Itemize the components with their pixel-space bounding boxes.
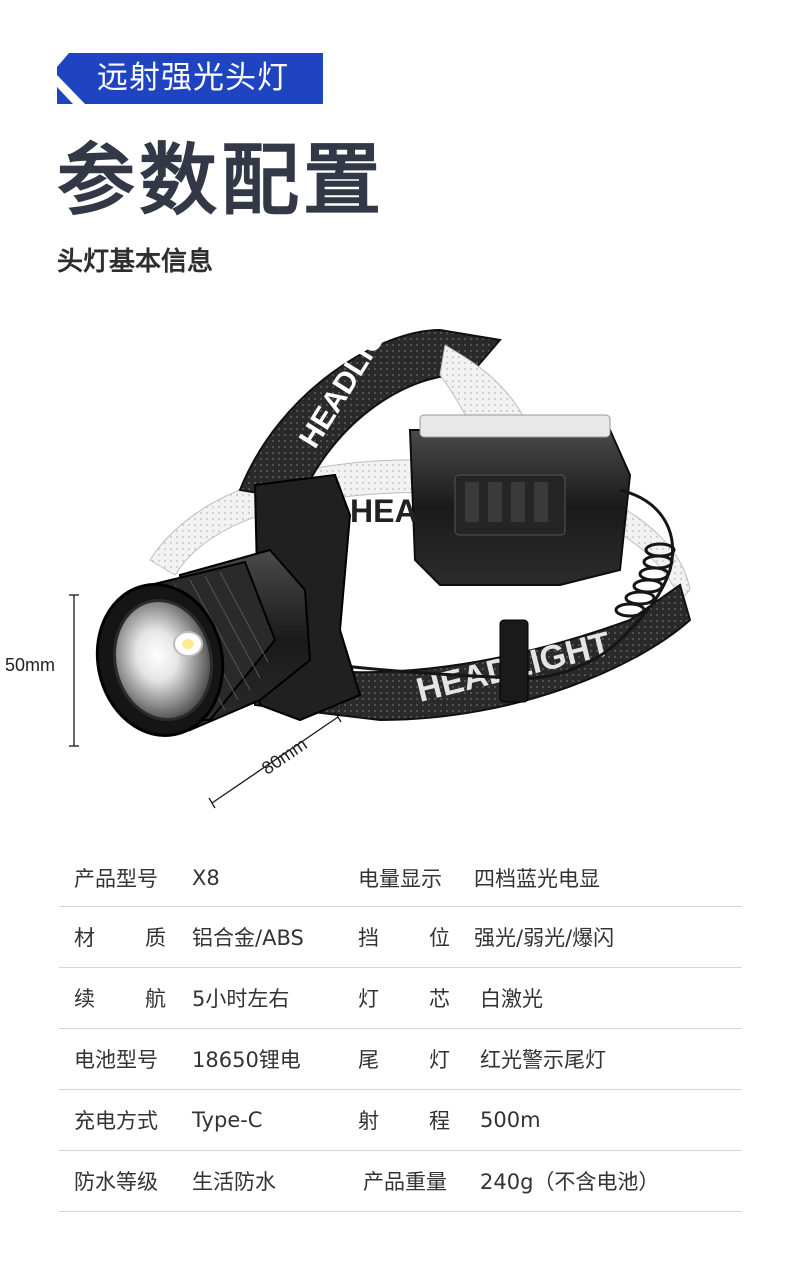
spec-label: 产品型号 bbox=[74, 866, 158, 891]
spec-label: 产品重量 bbox=[363, 1170, 447, 1194]
spec-row: 续航 5小时左右 灯芯 白激光 bbox=[59, 968, 742, 1029]
spec-value: 白激光 bbox=[480, 987, 543, 1011]
spec-value: 四档蓝光电显 bbox=[474, 866, 600, 891]
height-dimension-label: 50mm bbox=[5, 655, 56, 675]
spec-label: 电量显示 bbox=[358, 866, 442, 891]
spec-table: 产品型号 X8 电量显示 四档蓝光电显 材质 铝合金/ABS 挡位 强光/弱光/… bbox=[59, 849, 742, 1212]
spec-value: 生活防水 bbox=[192, 1170, 276, 1194]
spec-value: 红光警示尾灯 bbox=[480, 1048, 606, 1072]
spec-label: 尾灯 bbox=[358, 1048, 450, 1072]
spec-label: 电池型号 bbox=[74, 1048, 158, 1072]
spec-value: Type-C bbox=[192, 1108, 263, 1132]
spec-value: X8 bbox=[192, 865, 220, 890]
spec-label: 续航 bbox=[74, 987, 166, 1011]
spec-row: 产品型号 X8 电量显示 四档蓝光电显 bbox=[59, 849, 742, 907]
product-image-headlamp: HEADLIGHT HEADLIGHT HEA bbox=[0, 288, 790, 820]
section-subtitle: 头灯基本信息 bbox=[57, 247, 214, 277]
spec-row: 电池型号 18650锂电 尾灯 红光警示尾灯 bbox=[59, 1029, 742, 1090]
headlamp-illustration: HEADLIGHT HEADLIGHT HEA bbox=[69, 288, 692, 809]
banner-label: 远射强光头灯 bbox=[97, 60, 289, 96]
category-banner: 远射强光头灯 bbox=[57, 53, 323, 104]
spec-value: 5小时左右 bbox=[192, 987, 290, 1011]
spec-label: 材质 bbox=[74, 926, 166, 950]
spec-value: 500m bbox=[480, 1108, 541, 1132]
spec-value: 强光/弱光/爆闪 bbox=[474, 926, 615, 950]
spec-value: 240g（不含电池） bbox=[480, 1170, 660, 1194]
spec-label: 防水等级 bbox=[74, 1170, 158, 1194]
spec-label: 灯芯 bbox=[358, 987, 450, 1011]
strap-lettering-back: HEA bbox=[350, 493, 418, 529]
spec-label: 挡位 bbox=[358, 926, 450, 950]
spec-label: 充电方式 bbox=[74, 1109, 158, 1133]
spec-row: 充电方式 Type-C 射程 500m bbox=[59, 1090, 742, 1151]
page-title: 参数配置 bbox=[57, 136, 386, 226]
spec-row: 材质 铝合金/ABS 挡位 强光/弱光/爆闪 bbox=[59, 907, 742, 968]
spec-value: 铝合金/ABS bbox=[192, 926, 304, 950]
banner-stripe-decoration bbox=[57, 53, 85, 104]
spec-value: 18650锂电 bbox=[192, 1048, 301, 1072]
spec-label: 射程 bbox=[358, 1109, 450, 1133]
spec-row: 防水等级 生活防水 产品重量 240g（不含电池） bbox=[59, 1151, 742, 1212]
dimension-markers bbox=[69, 594, 342, 809]
